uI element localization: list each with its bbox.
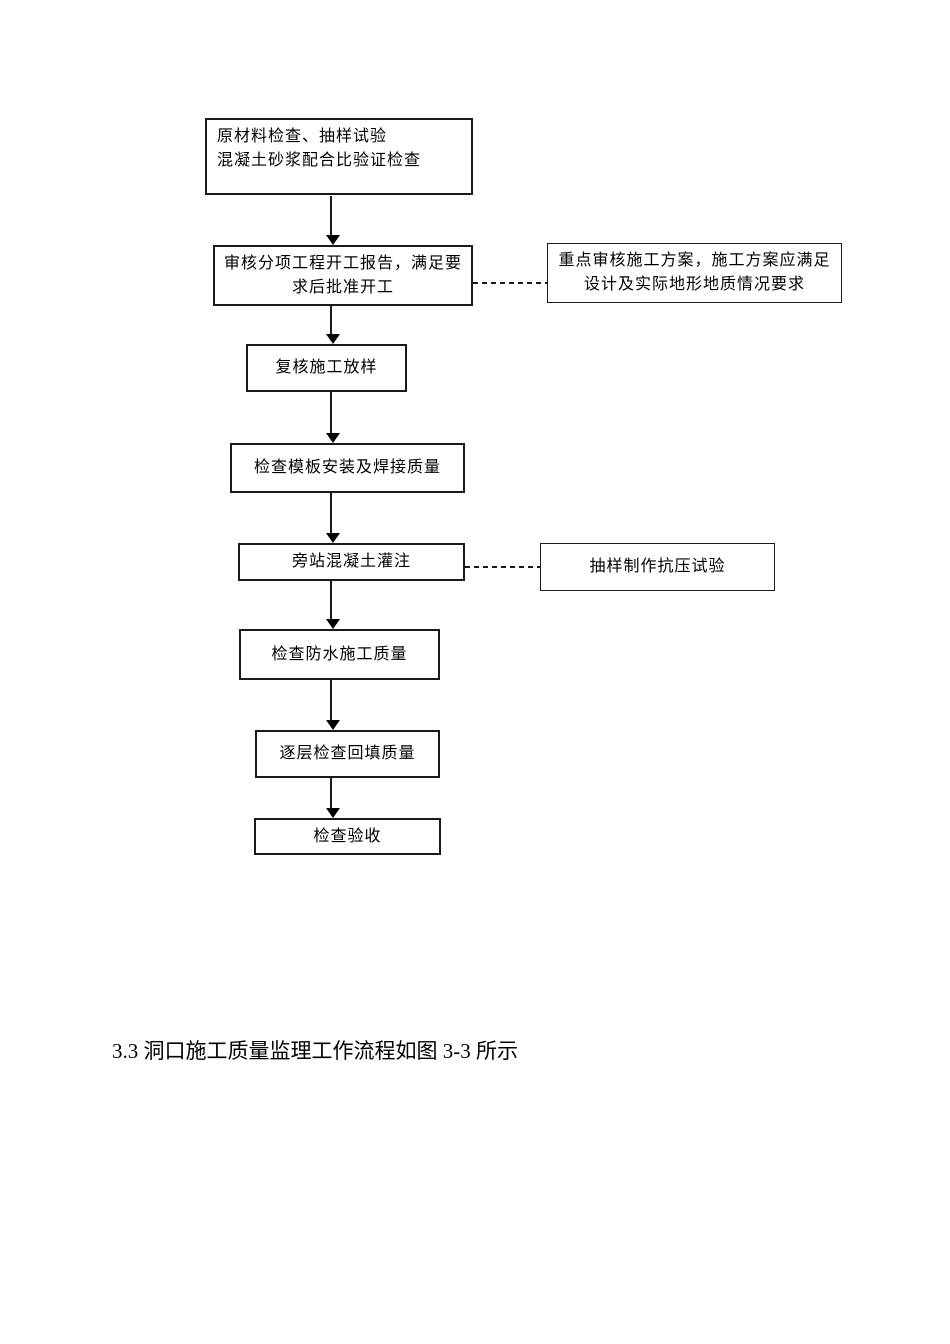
flow-box-waterproof-check: 检查防水施工质量 — [239, 629, 440, 680]
flow-box-final-acceptance: 检查验收 — [254, 818, 441, 855]
flow-box-label: 重点审核施工方案，施工方案应满足 — [558, 252, 831, 269]
down-arrow-connector — [326, 392, 340, 443]
dashed-connector — [465, 566, 540, 568]
flow-box-start-report-review: 审核分项工程开工报告，满足要 求后批准开工 — [213, 245, 473, 306]
section-heading: 3.3 洞口施工质量监理工作流程如图 3-3 所示 — [112, 1039, 518, 1063]
flow-box-raw-material-check: 原材料检查、抽样试验 混凝土砂浆配合比验证检查 — [205, 118, 473, 195]
flow-box-label: 审核分项工程开工报告，满足要 — [223, 254, 462, 272]
down-arrow-connector — [326, 778, 340, 818]
flow-box-formwork-welding-check: 检查模板安装及焊接质量 — [230, 443, 465, 493]
flow-box-setting-out-recheck: 复核施工放样 — [246, 344, 407, 392]
flow-box-label: 旁站混凝土灌注 — [291, 553, 411, 570]
flow-box-backfill-layer-check: 逐层检查回填质量 — [255, 730, 440, 778]
flow-box-concrete-pouring-witness: 旁站混凝土灌注 — [238, 543, 465, 581]
flow-box-label: 求后批准开工 — [291, 278, 394, 296]
flow-box-label: 检查验收 — [313, 827, 382, 845]
flow-box-label: 原材料检查、抽样试验 — [217, 128, 388, 145]
flow-box-label: 检查模板安装及焊接质量 — [253, 459, 441, 476]
dashed-connector — [473, 282, 547, 284]
down-arrow-connector — [326, 680, 340, 730]
flow-box-label: 抽样制作抗压试验 — [589, 558, 726, 575]
down-arrow-connector — [326, 196, 340, 245]
flow-side-box-construction-scheme: 重点审核施工方案，施工方案应满足 设计及实际地形地质情况要求 — [547, 243, 842, 303]
flow-box-label: 设计及实际地形地质情况要求 — [583, 276, 805, 293]
flow-box-label: 逐层检查回填质量 — [279, 745, 416, 762]
down-arrow-connector — [326, 581, 340, 629]
flow-box-label: 复核施工放样 — [275, 359, 378, 376]
flow-side-box-compression-test: 抽样制作抗压试验 — [540, 543, 775, 591]
flow-box-label: 检查防水施工质量 — [271, 645, 408, 663]
down-arrow-connector — [326, 306, 340, 344]
flow-box-label: 混凝土砂浆配合比验证检查 — [217, 152, 422, 169]
down-arrow-connector — [326, 493, 340, 543]
